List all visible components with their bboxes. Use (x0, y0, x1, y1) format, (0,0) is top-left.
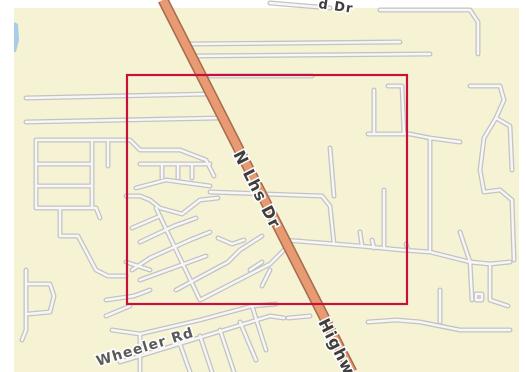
map-border-left (0, 0, 14, 372)
highway-road[interactable] (159, 0, 356, 372)
local-roads-fill (20, 1, 516, 372)
selection-rectangle[interactable] (125, 73, 409, 306)
map-border-top (0, 0, 526, 8)
map-border-right (519, 0, 526, 372)
water-feature (14, 22, 19, 52)
